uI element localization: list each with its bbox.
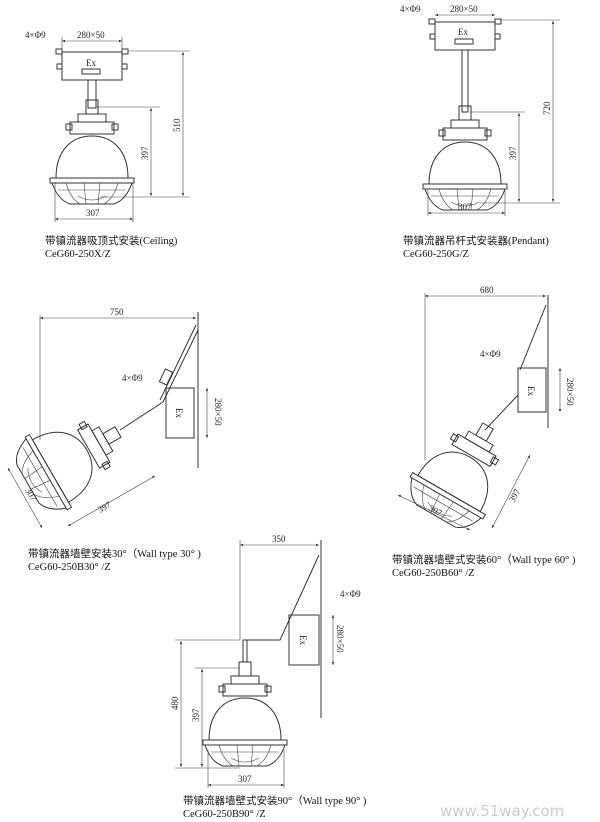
bracket [242, 554, 320, 662]
box-size-label: 280×50 [565, 378, 575, 406]
rod [87, 79, 97, 109]
width-label: 307 [458, 202, 472, 212]
wall-30-diagram: Ex 750 4×Φ9 280×50 307 397 带镇流器墙壁安装30°（W… [6, 307, 223, 573]
width-label: 307 [238, 774, 252, 784]
junction-box [165, 387, 195, 439]
height-lamp-label: 397 [507, 487, 522, 504]
bracket [119, 324, 199, 431]
dim-line [491, 454, 531, 529]
ex-label: Ex [174, 408, 184, 418]
height-lamp-label: 397 [140, 146, 150, 160]
box-size-label: 280×50 [213, 398, 223, 426]
dim-line [397, 494, 471, 531]
box-size-label: 280×50 [77, 30, 105, 40]
holes-label: 4×Φ9 [400, 4, 421, 14]
model-number: CeG60-250B60° /Z [392, 568, 475, 579]
dim-line [7, 467, 43, 529]
holes-label: 4×Φ9 [340, 589, 361, 599]
holes-label: 4×Φ9 [480, 349, 501, 359]
model-number: CeG60-250B90° /Z [183, 809, 266, 820]
ceiling-diagram: Ex 280×50 4×Φ9 510 397 307 带镇流器吸顶式安装(Cei… [25, 30, 190, 260]
junction-box [288, 614, 320, 666]
model-number: CeG60-250G/Z [403, 249, 469, 260]
holes-label: 4×Φ9 [25, 30, 46, 40]
ex-label: Ex [526, 386, 536, 396]
reach-label: 350 [272, 534, 286, 544]
box-size-label: 280×50 [450, 4, 478, 14]
wall-60-diagram: Ex 680 4×Φ9 280×50 307 397 带镇流器墙壁式安装60°（… [392, 285, 576, 579]
model-number: CeG60-250X/Z [45, 249, 111, 260]
bracket [484, 304, 547, 431]
lamp [49, 99, 135, 205]
caption-title: 带镇流器墙壁安装30°（Wall type 30° ) [28, 547, 201, 560]
ex-label: Ex [458, 27, 468, 37]
ex-label: Ex [86, 58, 96, 68]
height-total-label: 480 [170, 696, 180, 710]
junction-box [517, 367, 547, 413]
wall-90-diagram: Ex 350 4×Φ9 280×50 480 397 307 带镇流器墙壁式安装… [170, 534, 367, 820]
height-total-label: 720 [542, 101, 552, 115]
watermark: www.51way.com [440, 802, 564, 820]
height-lamp-label: 397 [508, 146, 518, 160]
caption-title: 带镇流器墙壁式安装90°（Wall type 90° ) [183, 794, 367, 807]
reach-label: 750 [110, 307, 124, 317]
holes-label: 4×Φ9 [122, 373, 143, 383]
caption-title: 带镇流器吸顶式安装(Ceiling) [45, 234, 178, 247]
width-label: 307 [86, 208, 100, 218]
reach-label: 680 [480, 285, 494, 295]
caption-title: 带镇流器吊杆式安装器(Pendant) [403, 234, 549, 247]
lamp [399, 404, 525, 538]
dim-line [67, 475, 156, 527]
pendant-diagram: Ex 280×50 4×Φ9 720 397 307 带镇流器吊杆式安装器(Pe… [400, 4, 560, 260]
lamp [202, 661, 288, 767]
rod [461, 49, 469, 113]
ex-label: Ex [298, 635, 308, 645]
model-number: CeG60-250B30° /Z [28, 562, 111, 573]
lamp [422, 105, 508, 211]
height-lamp-label: 397 [191, 708, 201, 722]
caption-title: 带镇流器墙壁式安装60°（Wall type 60° ) [392, 553, 576, 566]
height-total-label: 510 [172, 118, 182, 132]
box-size-label: 280×50 [335, 625, 345, 653]
